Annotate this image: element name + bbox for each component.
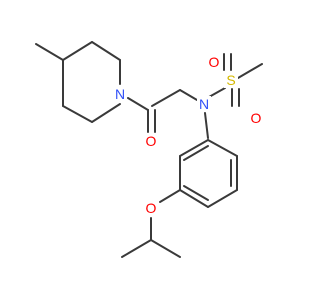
atom-o-ether: O	[144, 200, 158, 216]
isopropoxy-group	[121, 189, 181, 258]
atom-o-sulfonyl-1: O	[207, 54, 221, 70]
atom-s: S	[224, 72, 238, 88]
atom-o-sulfonyl-2: O	[249, 110, 263, 126]
n-aryl-bond	[204, 112, 209, 139]
sulfonyl-group	[208, 53, 263, 107]
atom-o-carbonyl: O	[144, 133, 158, 149]
atom-label-n-sulfonamide: N	[199, 96, 209, 112]
atom-label-o-ether: O	[146, 200, 157, 216]
piperidine-ring	[35, 41, 121, 123]
benzene-ring	[179, 139, 238, 208]
atom-label-o-sulfonyl-2: O	[251, 110, 262, 126]
atom-label-o-carbonyl: O	[146, 133, 157, 149]
atom-n-piperidine: N	[113, 86, 127, 102]
atom-label-o-sulfonyl-1: O	[209, 54, 220, 70]
amide-linker	[127, 89, 198, 133]
atom-n-sulfonamide: N	[197, 96, 211, 112]
molecule-diagram: N O N S O O O	[35, 41, 263, 258]
atom-label-s: S	[226, 72, 235, 88]
atom-label-n-piperidine: N	[115, 86, 125, 102]
structure-canvas: N O N S O O O	[35, 41, 263, 258]
